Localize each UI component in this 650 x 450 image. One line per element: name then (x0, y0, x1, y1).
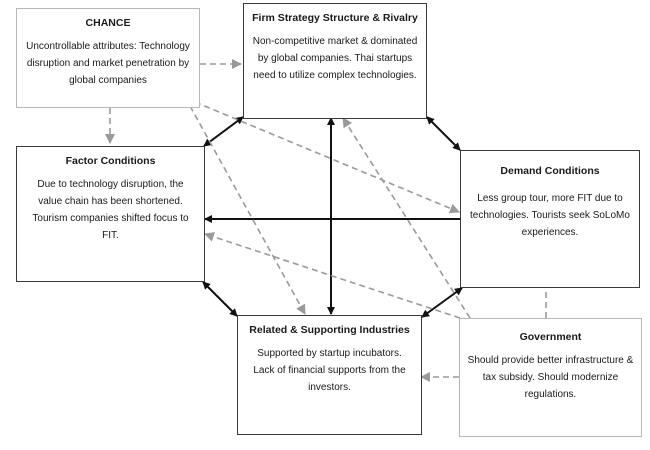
arrow-demand-related (421, 287, 463, 318)
arrow-firm-factor (203, 116, 244, 147)
firm-strategy-box: Firm Strategy Structure & Rivalry Non-co… (243, 3, 427, 119)
arrow-factor-related (202, 281, 238, 317)
demand-conditions-body: Less group tour, more FIT due to technol… (470, 193, 630, 238)
dashed-gov-factor (204, 232, 461, 319)
related-industries-title: Related & Supporting Industries (249, 324, 410, 336)
related-industries-box: Related & Supporting Industries Supporte… (237, 315, 422, 435)
chance-box: CHANCE Uncontrollable attributes: Techno… (16, 8, 200, 108)
government-body: Should provide better infrastructure & t… (467, 355, 634, 400)
firm-strategy-title: Firm Strategy Structure & Rivalry (252, 12, 418, 24)
firm-strategy-body: Non-competitive market & dominated by gl… (252, 36, 418, 81)
factor-conditions-body: Due to technology disruption, the value … (32, 179, 189, 241)
demand-conditions-title: Demand Conditions (500, 165, 600, 177)
dashed-chance-related (189, 105, 306, 315)
government-title: Government (519, 331, 582, 343)
chance-title: CHANCE (85, 17, 131, 29)
government-box: Government Should provide better infrast… (459, 318, 642, 437)
factor-conditions-title: Factor Conditions (65, 155, 156, 167)
demand-conditions-box: Demand Conditions Less group tour, more … (460, 150, 640, 288)
dashed-chance-demand (194, 101, 460, 214)
factor-conditions-box: Factor Conditions Due to technology disr… (16, 146, 205, 282)
arrow-firm-demand (426, 116, 461, 151)
chance-body: Uncontrollable attributes: Technology di… (26, 41, 190, 86)
related-industries-body: Supported by startup incubators. Lack of… (253, 348, 406, 393)
